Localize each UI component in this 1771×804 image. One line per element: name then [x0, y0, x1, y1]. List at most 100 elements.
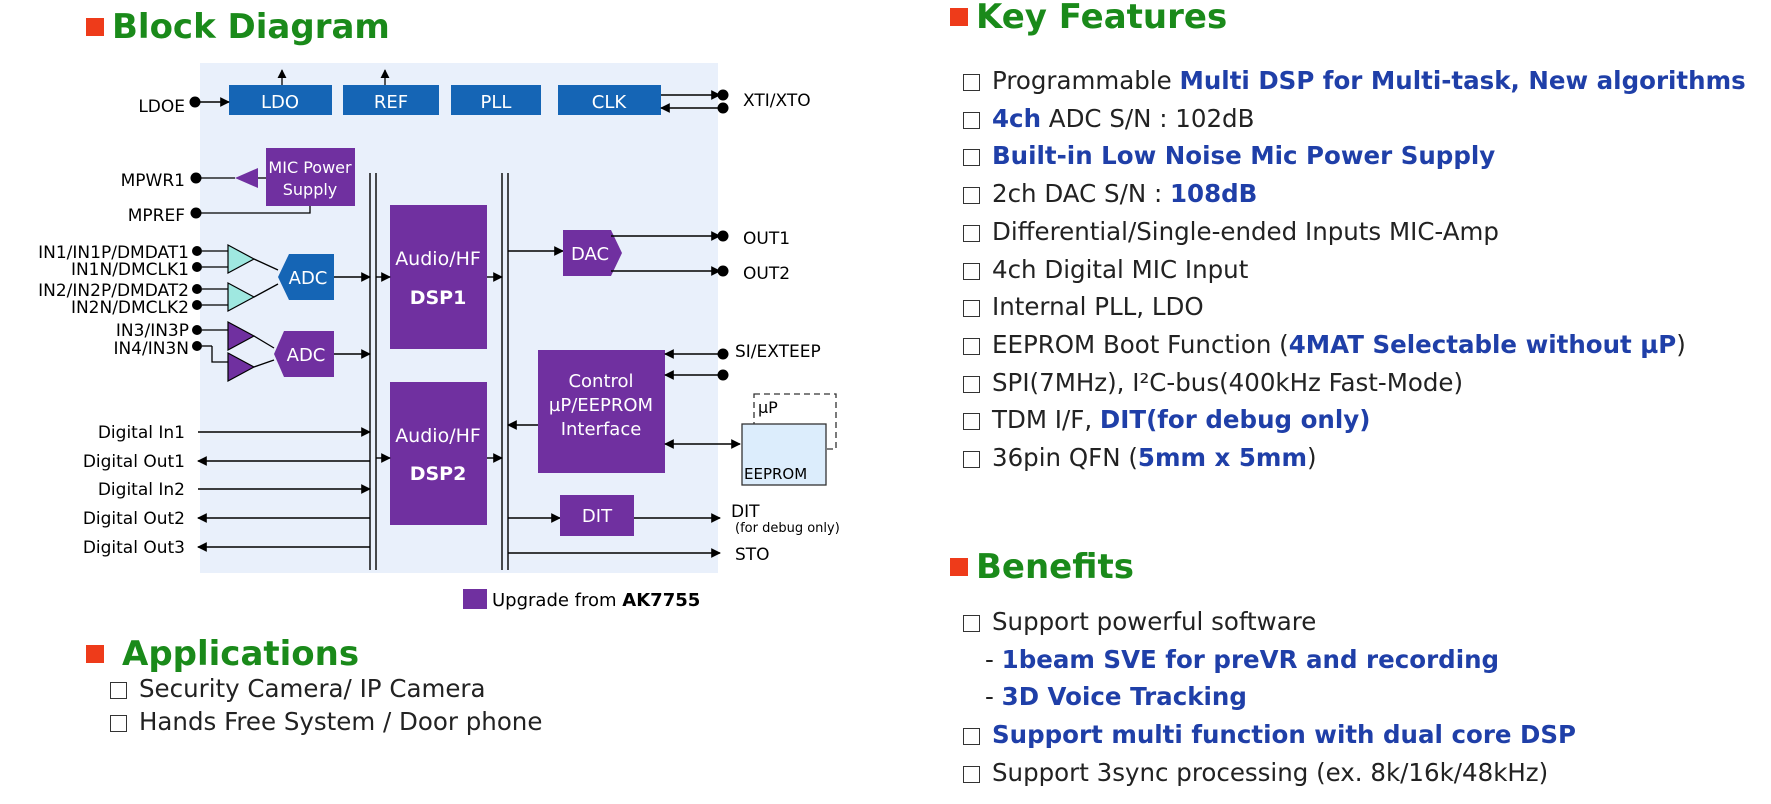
benefit-item: - 3D Voice Tracking — [985, 682, 1247, 712]
ldoe-pin: LDOE — [138, 96, 230, 117]
legend: Upgrade from AK7755 — [463, 589, 700, 611]
key-feature-item: Internal PLL, LDO — [963, 288, 1746, 326]
control-label-line2: µP/EEPROM — [549, 395, 653, 416]
key-feature-item: TDM I/F, DIT(for debug only) — [963, 401, 1746, 439]
dit-block-label: DIT — [582, 506, 613, 527]
checkbox-icon — [963, 337, 980, 355]
ref-block: REF — [343, 69, 439, 115]
application-item: Hands Free System / Door phone — [110, 705, 542, 738]
key-feature-item: SPI(7MHz), I²C-bus(400kHz Fast-Mode) — [963, 364, 1746, 402]
title-bullet-icon — [86, 18, 104, 36]
out2-label: OUT2 — [743, 264, 790, 284]
legend-text: Upgrade from AK7755 — [492, 590, 700, 611]
mic-amp-3-icon — [227, 320, 256, 352]
applications-title: Applications — [86, 632, 486, 676]
digital-out1-label: Digital Out1 — [83, 452, 185, 472]
control-label-line3: Interface — [561, 419, 642, 440]
checkbox-icon — [963, 765, 980, 783]
mic-power-label-line1: MIC Power — [268, 158, 352, 177]
checkbox-icon — [110, 715, 127, 732]
dit-block: DIT DIT (for debug only) STO — [508, 495, 840, 565]
control-label-line1: Control — [568, 371, 633, 392]
digital-out3-label: Digital Out3 — [83, 538, 185, 558]
benefits-title-text: Benefits — [976, 547, 1134, 587]
dit-note-label: (for debug only) — [735, 521, 840, 536]
dsp2-block: Audio/HF DSP2 — [376, 382, 503, 525]
key-feature-item: EEPROM Boot Function (4MAT Selectable wi… — [963, 326, 1746, 364]
ldoe-label: LDOE — [138, 97, 185, 117]
key-features-title: Key Features — [950, 0, 1350, 39]
sto-label: STO — [735, 545, 770, 565]
adc-1-label: ADC — [289, 268, 328, 289]
checkbox-icon — [963, 187, 980, 205]
adc-2-label: ADC — [287, 345, 326, 366]
digital-io-pins: Digital In1 Digital Out1 Digital In2 Dig… — [83, 423, 371, 558]
checkbox-icon — [963, 111, 980, 129]
checkbox-icon — [963, 451, 980, 469]
key-feature-item: Differential/Single-ended Inputs MIC-Amp — [963, 213, 1746, 251]
digital-in1-label: Digital In1 — [98, 423, 185, 443]
out1-label: OUT1 — [743, 229, 790, 249]
checkbox-icon — [963, 728, 980, 746]
key-feature-item: Programmable Multi DSP for Multi-task, N… — [963, 62, 1746, 100]
mpwr1-label: MPWR1 — [121, 171, 185, 191]
digital-out2-label: Digital Out2 — [83, 509, 185, 529]
ldo-block: LDO — [229, 69, 332, 115]
in2n-label: IN2N/DMCLK2 — [71, 298, 189, 318]
mic-power-supply-block: MIC Power Supply MPWR1 MPREF — [121, 148, 355, 226]
checkbox-icon — [963, 74, 980, 91]
key-features-list: Programmable Multi DSP for Multi-task, N… — [963, 62, 1746, 477]
checkbox-icon — [963, 262, 980, 280]
dsp1-label-line2: DSP1 — [410, 287, 467, 309]
key-feature-item: Built-in Low Noise Mic Power Supply — [963, 137, 1746, 175]
benefit-item: - 1beam SVE for preVR and recording — [985, 644, 1500, 674]
checkbox-icon — [963, 224, 980, 242]
dsp2-label-line1: Audio/HF — [395, 425, 481, 447]
dac-block: DAC OUT1 OUT2 — [508, 229, 790, 284]
block-diagram-title-text: Block Diagram — [112, 7, 390, 47]
dac-label: DAC — [571, 244, 609, 265]
title-bullet-icon — [950, 558, 968, 576]
up-label: µP — [758, 398, 778, 417]
key-feature-item: 4ch Digital MIC Input — [963, 251, 1746, 289]
title-bullet-icon — [950, 8, 968, 26]
mic-power-label-line2: Supply — [283, 180, 338, 199]
clk-label: CLK — [592, 92, 628, 113]
key-features-title-text: Key Features — [976, 0, 1228, 37]
dit-pin-label: DIT — [731, 502, 760, 522]
applications-title-text: Applications — [122, 634, 360, 674]
key-feature-item: 2ch DAC S/N : 108dB — [963, 175, 1746, 213]
adc-1-block: ADC — [278, 254, 371, 300]
mic-amp-2-icon — [227, 281, 256, 313]
up-eeprom-external: µP EEPROM — [741, 393, 837, 486]
mic-amp-4-icon — [227, 351, 256, 383]
xti-xto-label: XTI/XTO — [743, 91, 811, 111]
title-bullet-icon — [86, 645, 104, 663]
clk-block: CLK — [558, 85, 661, 115]
checkbox-icon — [963, 413, 980, 431]
benefits-title: Benefits — [950, 545, 1350, 589]
analog-input-pins-3-4: IN3/IN3P IN4/IN3N — [113, 320, 275, 383]
checkbox-icon — [963, 300, 980, 318]
in1n-label: IN1N/DMCLK1 — [71, 260, 189, 280]
in3-label: IN3/IN3P — [116, 321, 189, 341]
benefit-item: Support 3sync processing (ex. 8k/16k/48k… — [963, 754, 1576, 792]
applications-list: Security Camera/ IP Camera Hands Free Sy… — [110, 672, 542, 738]
adc-2-block: ADC — [274, 331, 371, 377]
checkbox-icon — [110, 682, 127, 699]
ref-label: REF — [374, 92, 408, 113]
checkbox-icon — [963, 149, 980, 167]
block-diagram-title: Block Diagram — [86, 4, 486, 50]
eeprom-label: EEPROM — [744, 465, 807, 483]
benefit-item: Support powerful software — [963, 603, 1576, 641]
xti-xto-pin: XTI/XTO — [660, 89, 811, 114]
dsp1-block: Audio/HF DSP1 — [376, 205, 503, 349]
dsp2-label-line2: DSP2 — [410, 463, 467, 485]
key-feature-item: 36pin QFN (5mm x 5mm) — [963, 439, 1746, 477]
in1-label: IN1/IN1P/DMDAT1 — [38, 243, 189, 263]
benefits-list: Support powerful software- 1beam SVE for… — [963, 603, 1576, 792]
checkbox-icon — [963, 615, 980, 632]
mic-amp-1-icon — [227, 243, 256, 275]
checkbox-icon — [963, 375, 980, 393]
